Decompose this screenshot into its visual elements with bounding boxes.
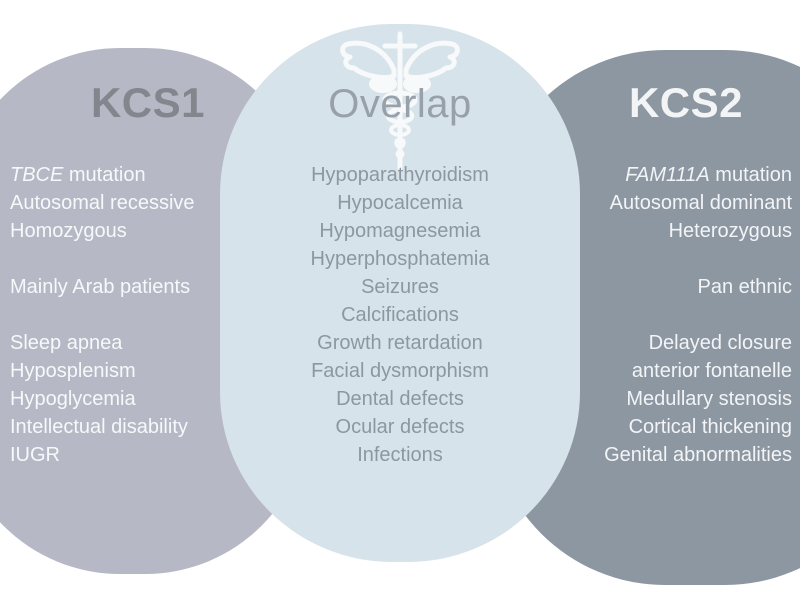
kcs2-title: KCS2	[628, 79, 744, 126]
feature-row	[557, 245, 792, 273]
feature-row: Hypoparathyroidism	[311, 164, 489, 186]
feature-row: Calcifications	[341, 304, 459, 326]
feature-row: Facial dysmorphism	[311, 360, 489, 382]
feature-row: anterior fontanelle	[631, 360, 792, 382]
feature-row: Intellectual disability	[10, 416, 188, 438]
feature-row-gene: TBCE mutation	[10, 161, 240, 189]
gene-name: FAM111A	[625, 164, 710, 186]
feature-row: IUGR	[10, 444, 60, 466]
feature-row: Autosomal recessive	[10, 192, 195, 214]
kcs1-feature-list: TBCE mutation Autosomal recessive Homozy…	[10, 161, 240, 469]
feature-row	[10, 301, 240, 329]
feature-row: Seizures	[361, 276, 439, 298]
overlap-title: Overlap	[328, 82, 472, 126]
feature-row: Genital abnormalities	[604, 444, 792, 466]
feature-row: Autosomal dominant	[609, 192, 792, 214]
feature-row: Hyposplenism	[10, 360, 136, 382]
feature-row: Mainly Arab patients	[10, 276, 191, 298]
gene-suffix: mutation	[709, 164, 792, 186]
caduceus-icon	[340, 31, 460, 171]
gene-suffix: mutation	[63, 164, 146, 186]
feature-row: Ocular defects	[335, 416, 465, 438]
feature-row: Growth retardation	[317, 332, 483, 354]
feature-row: Sleep apnea	[10, 332, 123, 354]
gene-name: TBCE	[10, 164, 64, 186]
feature-row: Infections	[357, 444, 443, 466]
feature-row: Dental defects	[336, 388, 464, 410]
feature-row: Cortical thickening	[628, 416, 792, 438]
feature-row: Medullary stenosis	[626, 388, 792, 410]
feature-row: Heterozygous	[668, 220, 792, 242]
feature-row: Hypocalcemia	[337, 192, 463, 214]
kcs2-feature-list: FAM111A mutation Autosomal dominant Hete…	[557, 161, 792, 469]
feature-row: Hypoglycemia	[10, 388, 136, 410]
overlap-feature-list: Hypoparathyroidism Hypocalcemia Hypomagn…	[250, 161, 550, 469]
feature-row: Delayed closure	[648, 332, 792, 354]
feature-row: Hyperphosphatemia	[310, 248, 490, 270]
feature-row	[10, 245, 240, 273]
feature-row-gene: FAM111A mutation	[557, 161, 792, 189]
feature-row: Pan ethnic	[697, 276, 792, 298]
feature-row: Homozygous	[10, 220, 127, 242]
kcs1-title: KCS1	[90, 79, 206, 126]
feature-row	[557, 301, 792, 329]
feature-row: Hypomagnesemia	[319, 220, 481, 242]
